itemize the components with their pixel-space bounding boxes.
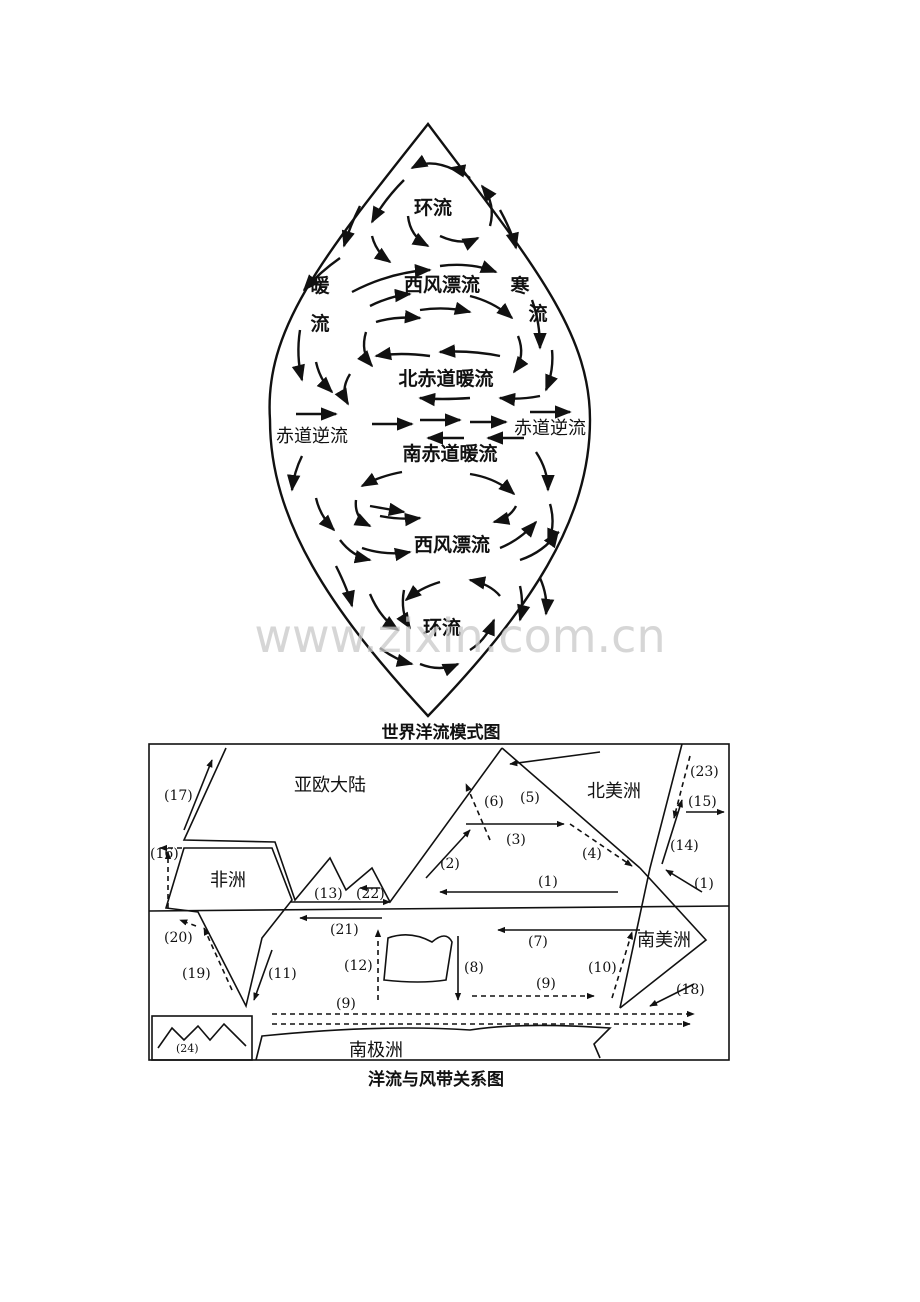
marker-15: (15) xyxy=(688,794,717,810)
africa-label: 非洲 xyxy=(210,870,246,891)
marker-4: (4) xyxy=(582,846,602,862)
marker-19: (19) xyxy=(182,966,211,982)
marker-16: (16) xyxy=(150,846,179,862)
bottom-diagram-caption: 洋流与风带关系图 xyxy=(368,1069,504,1090)
marker-12: (12) xyxy=(344,958,373,974)
ocean-basin-outline xyxy=(268,122,592,718)
map-frame xyxy=(148,743,730,1061)
marker-7: (7) xyxy=(528,934,548,950)
marker-3: (3) xyxy=(506,832,526,848)
inset-box xyxy=(151,1015,253,1061)
marker-20: (20) xyxy=(164,930,193,946)
marker-24: (24) xyxy=(176,1042,199,1055)
warm-current-label-top: 暖 xyxy=(310,274,330,297)
equatorial-counter-current-right-label: 赤道逆流 xyxy=(514,418,586,439)
north-america-coast xyxy=(501,747,641,869)
north-equatorial-current-label: 北赤道暖流 xyxy=(398,367,493,390)
south-gyre-label: 环流 xyxy=(423,616,461,639)
watermark: www.zixin.com.cn xyxy=(254,609,665,663)
marker-9-left: (9) xyxy=(336,996,356,1012)
marker-17: (17) xyxy=(164,788,193,804)
marker-6: (6) xyxy=(484,794,504,810)
eurasia-label: 亚欧大陆 xyxy=(294,775,366,796)
equator-line xyxy=(148,905,730,912)
marker-2: (2) xyxy=(440,856,460,872)
marker-18: (18) xyxy=(676,982,705,998)
south-america-outline xyxy=(619,867,708,1009)
marker-5: (5) xyxy=(520,790,540,806)
marker-14: (14) xyxy=(670,838,699,854)
marker-23: (23) xyxy=(690,764,719,780)
marker-8: (8) xyxy=(464,960,484,976)
cold-current-arrows xyxy=(159,755,695,1028)
cold-current-label-top: 寒 xyxy=(510,274,529,297)
marker-10: (10) xyxy=(588,960,617,976)
warm-current-label-bottom: 流 xyxy=(310,312,329,335)
north-gyre-label: 环流 xyxy=(414,196,452,219)
north-america-label: 北美洲 xyxy=(587,781,641,802)
world-current-model-diagram: 环流 西风漂流 暖 流 寒 流 北赤道暖流 赤道逆流 赤道逆流 南赤道暖流 西风… xyxy=(254,122,666,743)
marker-1-left: (1) xyxy=(538,874,558,890)
marker-9-right: (9) xyxy=(536,976,556,992)
africa-outline xyxy=(164,847,293,1009)
antarctica-label: 南极洲 xyxy=(349,1040,403,1061)
antarctica-coast xyxy=(255,1024,612,1061)
south-equatorial-current-label: 南赤道暖流 xyxy=(402,442,497,465)
current-arrows xyxy=(286,154,572,677)
equatorial-counter-current-left-label: 赤道逆流 xyxy=(276,426,348,447)
north-westerly-drift-label: 西风漂流 xyxy=(404,273,480,296)
cold-current-label-bottom: 流 xyxy=(528,302,547,325)
top-diagram-caption: 世界洋流模式图 xyxy=(382,722,501,743)
inset-mountains xyxy=(157,1022,247,1049)
marker-21: (21) xyxy=(330,922,359,938)
currents-wind-belts-diagram: 亚欧大陆 非洲 北美洲 南美洲 南极洲 (1) (1) (2) (3) (4) … xyxy=(148,743,730,1090)
warm-current-arrows xyxy=(183,751,725,1007)
south-westerly-drift-label: 西风漂流 xyxy=(414,533,490,556)
marker-11: (11) xyxy=(268,966,297,982)
south-america-label: 南美洲 xyxy=(637,930,691,951)
marker-1-right: (1) xyxy=(694,876,714,892)
australia-outline xyxy=(383,934,453,983)
eurasia-coast xyxy=(182,747,503,904)
marker-22: (22) xyxy=(356,886,385,902)
marker-13: (13) xyxy=(314,886,343,902)
america-east-coast xyxy=(619,743,683,1009)
